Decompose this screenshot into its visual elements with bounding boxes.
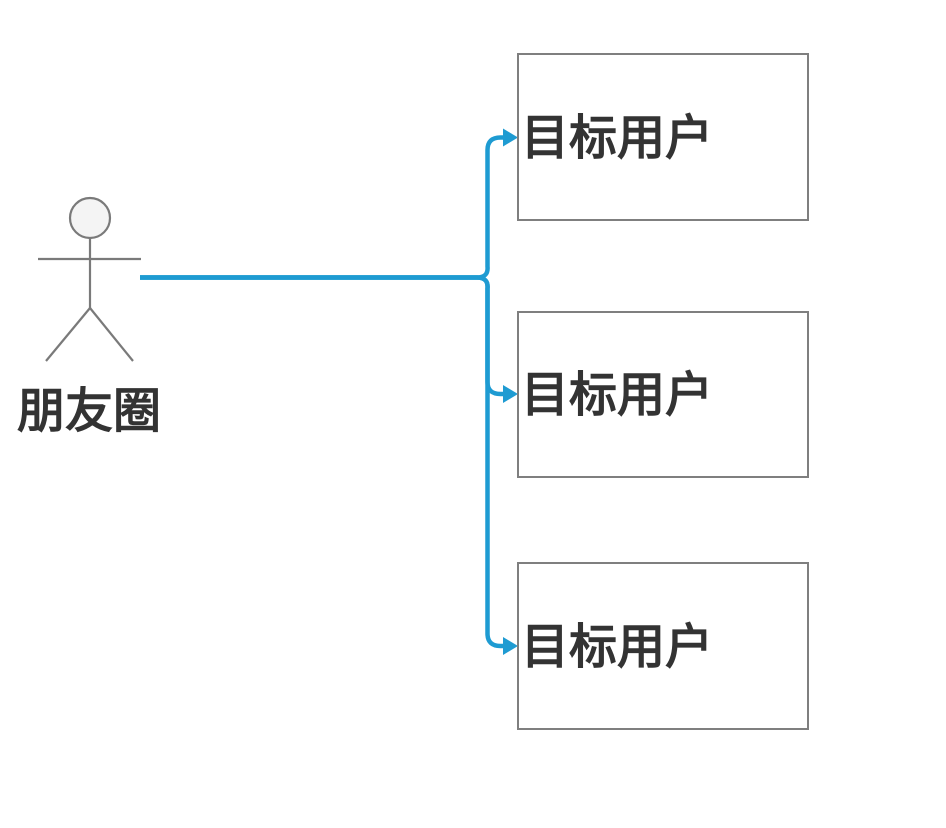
target-box-3-rect xyxy=(517,562,809,730)
target-box-1-label: 目标用户 xyxy=(521,112,713,165)
target-box-1-rect xyxy=(517,53,809,221)
edge-to-target-3 xyxy=(140,275,504,649)
arrowhead-target-3 xyxy=(503,637,518,655)
edge-to-target-1 xyxy=(140,135,504,280)
actor-head xyxy=(68,196,112,240)
actor-figure xyxy=(38,196,141,362)
actor-label: 朋友圈 xyxy=(17,385,161,438)
target-box-2: 目标用户 xyxy=(517,311,809,478)
actor-leg-right xyxy=(89,307,134,362)
target-box-1: 目标用户 xyxy=(517,53,809,221)
target-box-2-label: 目标用户 xyxy=(521,369,713,422)
actor-leg-left xyxy=(45,307,91,362)
target-box-3-label: 目标用户 xyxy=(521,621,713,674)
edge-to-target-2 xyxy=(140,275,504,397)
arrowhead-target-1 xyxy=(503,128,518,147)
connector-group xyxy=(140,128,518,655)
target-box-3: 目标用户 xyxy=(517,562,809,730)
target-box-2-rect xyxy=(517,311,809,478)
arrowhead-target-2 xyxy=(503,385,518,403)
